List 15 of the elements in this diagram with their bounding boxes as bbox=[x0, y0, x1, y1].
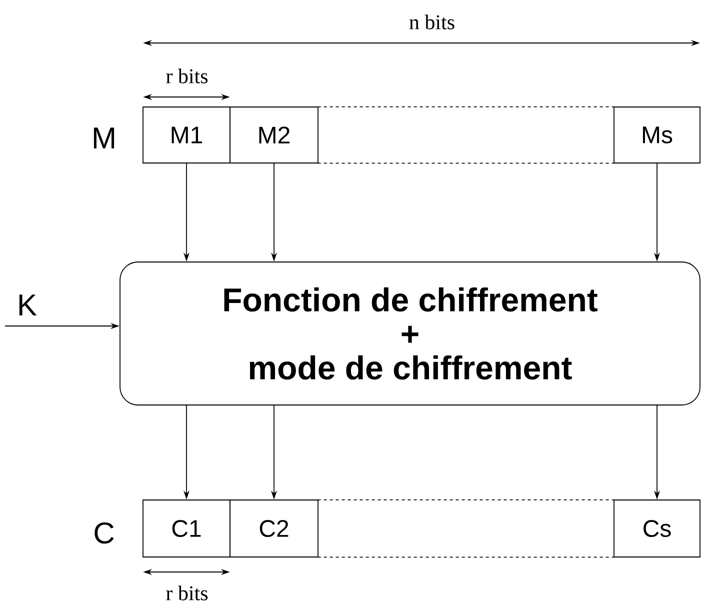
bit-block: Cs bbox=[614, 500, 700, 558]
dimension-label: r bits bbox=[166, 586, 208, 600]
bit-block: M1 bbox=[142, 106, 230, 164]
edge-label: K bbox=[19, 294, 37, 316]
bit-block: Ms bbox=[614, 106, 700, 164]
row-label: C bbox=[94, 522, 114, 544]
function-box: Fonction de chiffrement + mode de chiffrement bbox=[120, 262, 700, 406]
bit-block: M2 bbox=[230, 106, 318, 164]
bit-block: C1 bbox=[142, 500, 230, 558]
row-label: M bbox=[94, 128, 114, 148]
dimension-label: r bits bbox=[166, 68, 208, 84]
dashed-box bbox=[317, 499, 615, 558]
dimension-label: n bits bbox=[409, 14, 454, 30]
bit-block: C2 bbox=[230, 500, 318, 558]
dashed-box bbox=[317, 106, 615, 164]
